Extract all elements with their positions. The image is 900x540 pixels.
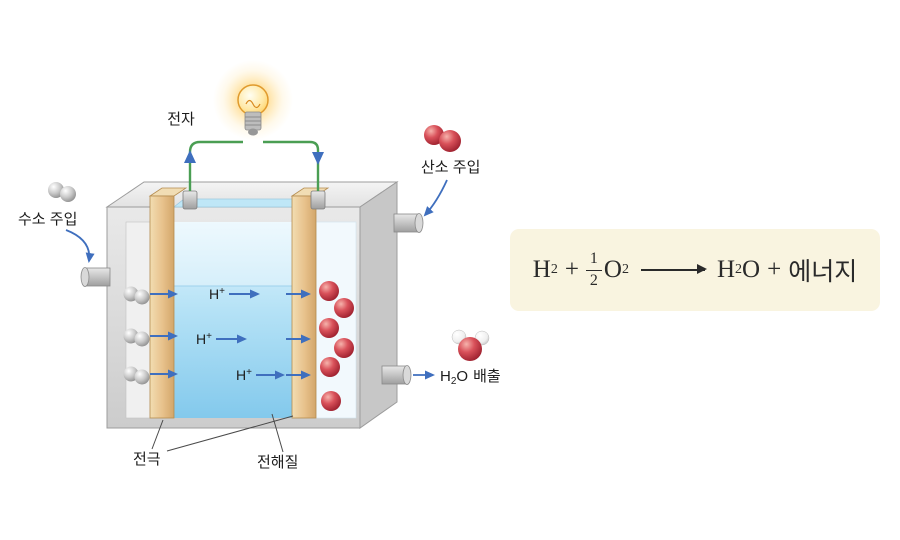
oxygen-atom [319,281,339,301]
hydrogen-inject-arrow [65,229,95,263]
element-symbol: O [603,256,622,283]
oxygen-atom [334,298,354,318]
hydrogen-inlet-pipe [80,267,111,287]
pipe-cap [80,267,90,287]
electrode-right [291,195,317,419]
hydrogen-atom [134,331,150,347]
hydrogen-molecule [48,182,76,202]
hydrogen-atom [134,289,150,305]
oxygen-atom [321,391,341,411]
electrolyte-pointer [271,413,284,453]
plus-sign: + [564,256,579,283]
label-electron: 전자 [167,111,195,128]
bulb-base-tip [248,128,258,136]
water-molecule [451,329,490,361]
oxygen-atom [458,337,482,361]
reaction-arrow [640,264,707,274]
electrode-pointer-left [151,419,164,450]
pipe-cap [414,213,424,233]
label-electrolyte: 전해질 [257,454,298,471]
terminal-left [182,190,198,210]
electrolyte-upper-sheen [174,222,292,286]
hydrogen-atom [134,369,150,385]
light-bulb [237,84,269,116]
oxygen-atom [424,125,444,145]
h-plus-label: H+ [236,367,252,383]
hydrogen-molecule [123,328,150,347]
oxygen-atom [320,357,340,377]
fuel-cell-right-face [359,181,398,429]
wire-right [263,140,320,191]
pipe-cap [402,365,412,385]
oxygen-chamber [315,221,357,419]
water-outlet-pipe [381,365,412,385]
oxygen-inject-arrow [423,179,448,217]
electrode-pointer-right [166,415,294,452]
oxygen-atom [319,318,339,338]
hydrogen-chamber [125,221,151,419]
h-plus-label: H+ [196,331,212,347]
fraction-numerator: 1 [585,250,602,271]
label-electrode: 전극 [133,451,161,468]
hydrogen-atom [60,186,76,202]
electrolyte-region [174,222,292,418]
oxygen-atom [334,338,354,358]
electron-flow-up-arrowhead [184,150,196,163]
element-symbol: O [742,256,761,283]
label-oxygen-inject: 산소 주입 [421,159,480,176]
hydrogen-molecule [123,286,150,305]
terminal-right [310,190,326,210]
oxygen-atom [439,130,461,152]
oxygen-inlet-pipe [393,213,424,233]
plus-sign: + [767,256,782,283]
element-symbol: H [532,256,551,283]
energy-label: 에너지 [788,259,858,286]
bulb-filament [245,99,261,109]
hydrogen-molecule [123,366,150,385]
h-plus-label: H+ [209,286,225,302]
fraction-denominator: 2 [589,271,598,289]
electron-flow-down-arrowhead [312,152,324,165]
oxygen-molecule [424,125,461,152]
element-symbol: H [716,256,736,283]
electrode-left [149,195,175,419]
label-hydrogen-inject: 수소 주입 [18,211,77,228]
